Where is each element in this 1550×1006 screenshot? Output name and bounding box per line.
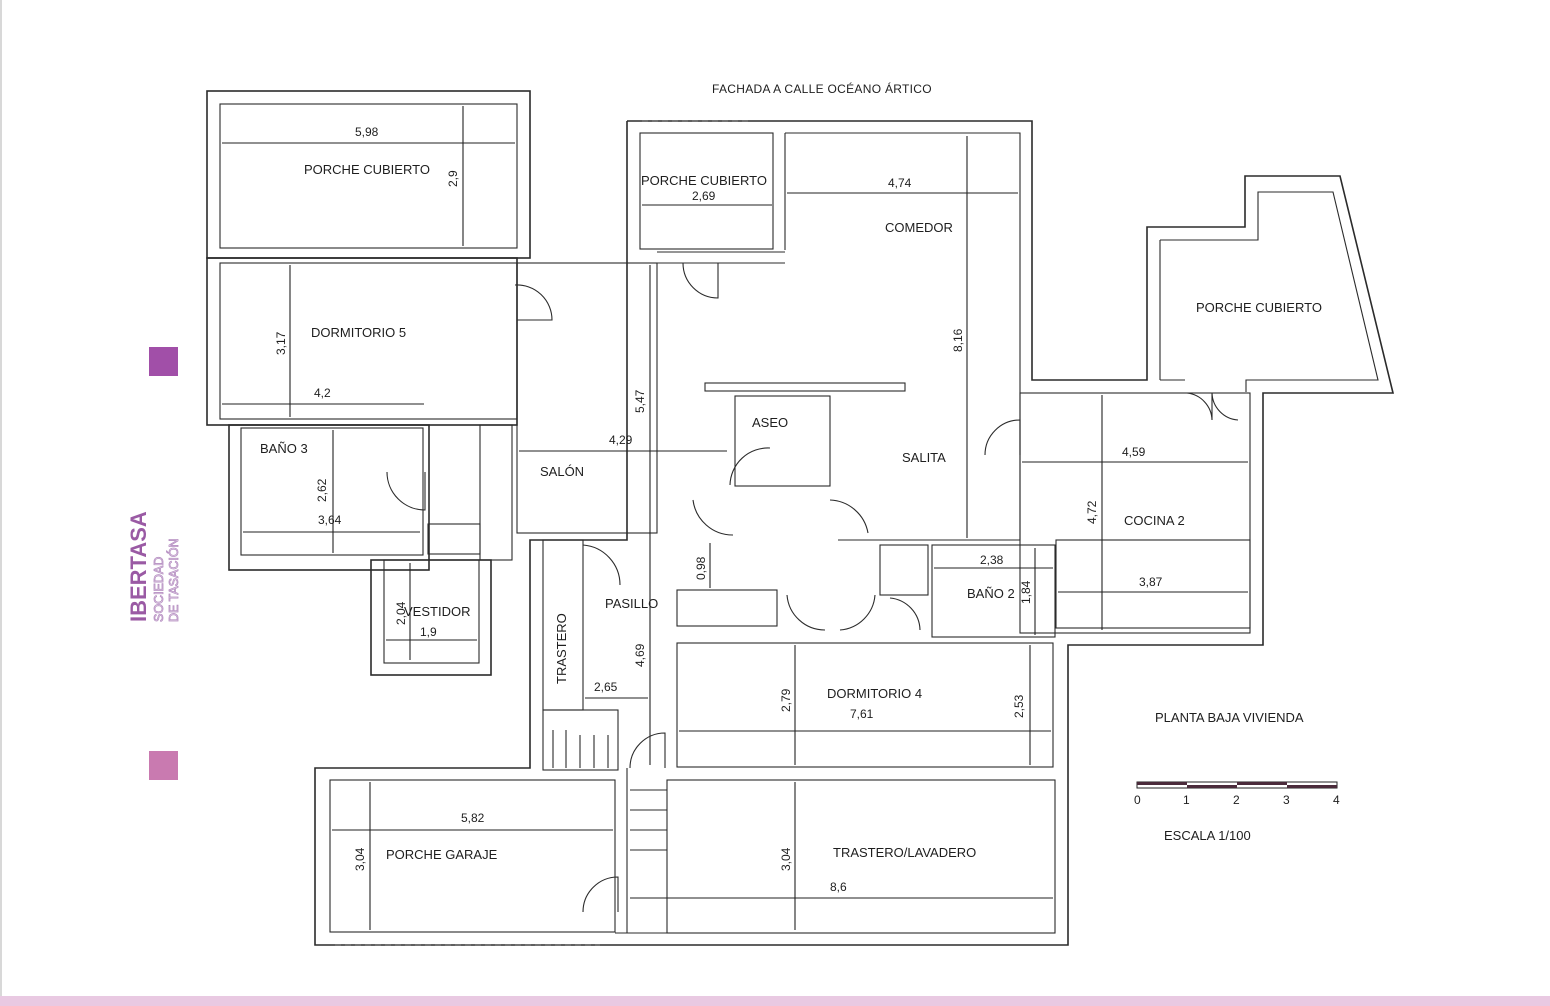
dimension-lines (222, 106, 1248, 930)
scale-tick-0: 0 (1134, 793, 1141, 807)
brand-square-bottom (149, 751, 178, 780)
dim-porche-garaje-h: 3,04 (353, 847, 367, 871)
dim-bano3-h: 2,62 (315, 478, 329, 502)
room-label-salita: SALITA (902, 450, 946, 465)
dim-porche-mid-w: 2,69 (692, 189, 716, 203)
room-label-salon: SALÓN (540, 464, 584, 479)
dim-pasillo-h2: 0,98 (694, 556, 708, 580)
stairs (552, 730, 667, 851)
room-label-dormitorio5: DORMITORIO 5 (311, 325, 406, 340)
room-label-cocina2: COCINA 2 (1124, 513, 1185, 528)
dim-salon-w: 4,29 (609, 433, 633, 447)
dim-vestidor-w: 1,9 (420, 625, 437, 639)
brand-square-top (149, 347, 178, 376)
room-label-vestidor: VESTIDOR (404, 604, 470, 619)
dim-trastero-lavadero-w: 8,6 (830, 880, 847, 894)
scale-tick-1: 1 (1183, 793, 1190, 807)
brand-name: IBERTASA (126, 511, 151, 622)
room-label-bano2: BAÑO 2 (967, 586, 1015, 601)
room-label-porche-garaje: PORCHE GARAJE (386, 847, 498, 862)
walls (206, 90, 1395, 946)
room-labels: PORCHE CUBIERTO PORCHE CUBIERTO COMEDOR … (260, 162, 1322, 862)
room-label-trastero-lavadero: TRASTERO/LAVADERO (833, 845, 976, 860)
facade-label: FACHADA A CALLE OCÉANO ÁRTICO (712, 81, 932, 96)
dim-dormitorio5-h: 3,17 (274, 331, 288, 355)
dim-dormitorio5-w: 4,2 (314, 386, 331, 400)
dim-porche-top-left-w: 5,98 (355, 125, 379, 139)
dim-vestidor-h: 2,04 (394, 601, 408, 625)
dim-cocina2-w2: 3,87 (1139, 575, 1163, 589)
dim-comedor-h: 8,16 (951, 328, 965, 352)
room-label-dormitorio4: DORMITORIO 4 (827, 686, 922, 701)
dim-salon-h: 5,47 (633, 389, 647, 413)
dimension-values: 5,98 2,9 2,69 4,74 8,16 4,2 3,17 4,29 5,… (274, 125, 1163, 894)
dim-comedor-w: 4,74 (888, 176, 912, 190)
dim-dormitorio4-h: 2,79 (779, 688, 793, 712)
scale-tick-3: 3 (1283, 793, 1290, 807)
dashed-openings (335, 120, 752, 946)
room-label-comedor: COMEDOR (885, 220, 953, 235)
dim-bano2-w: 2,38 (980, 553, 1004, 567)
room-label-porche-mid: PORCHE CUBIERTO (641, 173, 767, 188)
dim-porche-top-left-h: 2,9 (446, 170, 460, 187)
dim-pasillo-h: 4,69 (633, 643, 647, 667)
page-edge (0, 0, 2, 1006)
dim-bano2-h: 1,84 (1019, 580, 1033, 604)
room-label-bano3: BAÑO 3 (260, 441, 308, 456)
room-label-aseo: ASEO (752, 415, 788, 430)
dim-dormitorio4-w: 7,61 (850, 707, 874, 721)
brand-line1: SOCIEDAD (152, 557, 166, 622)
plan-title: PLANTA BAJA VIVIENDA (1155, 710, 1304, 725)
scale-tick-2: 2 (1233, 793, 1240, 807)
room-label-pasillo: PASILLO (605, 596, 658, 611)
dim-cocina2-h: 4,72 (1085, 500, 1099, 524)
room-label-trastero: TRASTERO (554, 613, 569, 684)
room-label-porche-top-left: PORCHE CUBIERTO (304, 162, 430, 177)
dim-cocina2-w: 4,59 (1122, 445, 1146, 459)
brand-logo: IBERTASA SOCIEDAD DE TASACIÓN (126, 511, 181, 622)
doors (386, 262, 1239, 913)
bottom-band (0, 996, 1550, 1006)
dim-trastero-lavadero-h: 3,04 (779, 847, 793, 871)
dim-bano3-w: 3,64 (318, 513, 342, 527)
scale-label: ESCALA 1/100 (1164, 828, 1251, 843)
dim-pasillo-w: 2,65 (594, 680, 618, 694)
scale-bar: 0 1 2 3 4 (1134, 781, 1340, 807)
room-label-porche-right: PORCHE CUBIERTO (1196, 300, 1322, 315)
dim-dormitorio4-h2: 2,53 (1012, 694, 1026, 718)
dim-porche-garaje-w: 5,82 (461, 811, 485, 825)
scale-tick-4: 4 (1333, 793, 1340, 807)
brand-line2: DE TASACIÓN (166, 538, 181, 622)
